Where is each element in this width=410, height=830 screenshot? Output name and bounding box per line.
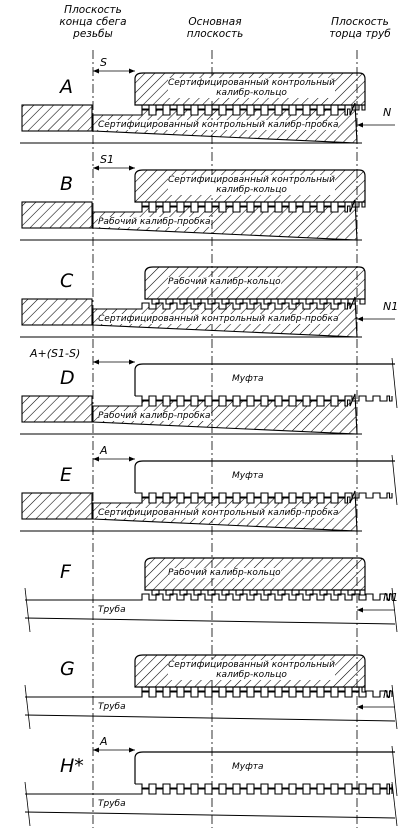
- dim-label-right: N: [383, 688, 392, 701]
- pipe-break-right: [391, 781, 398, 827]
- row-letter: G: [60, 658, 75, 680]
- bottom-part-label: Рабочий калибр-пробка: [98, 217, 211, 227]
- pipe-break-left: [24, 587, 31, 633]
- dim-arrow-right: [357, 607, 363, 613]
- ring-thread: [145, 589, 366, 596]
- coupling-break: [391, 745, 398, 797]
- coupling-outline: [134, 363, 395, 371]
- dim-arrow-right: [357, 122, 363, 128]
- plane-label-thread-runout: Плоскость конца сбега резьбы: [59, 4, 127, 40]
- top-part-label: Сертифицированный контрольный калибр-кол…: [168, 175, 335, 195]
- plug-body: [92, 199, 358, 241]
- top-part-label: Муфта: [232, 374, 264, 384]
- pipe-bottom-line: [24, 617, 396, 625]
- dim-arrow-right: [357, 316, 363, 322]
- dim-label-right: N: [383, 106, 392, 119]
- dim-label-left: S: [100, 56, 107, 69]
- top-part-label: Муфта: [232, 471, 264, 481]
- row-letter: B: [60, 173, 74, 195]
- row-letter: E: [60, 464, 73, 486]
- dim-label-left: A: [100, 735, 108, 748]
- row-letter: D: [60, 367, 75, 389]
- ring-thread: [135, 686, 366, 693]
- pipe-bottom-line: [24, 714, 396, 722]
- dim-arrow-right: [357, 704, 363, 710]
- row-letter: H*: [60, 755, 84, 777]
- pipe-bottom-line: [24, 811, 396, 819]
- pipe-thread: [135, 593, 393, 601]
- bottom-part-label: Труба: [98, 702, 126, 712]
- plug-body: [92, 393, 358, 435]
- top-part-label: Сертифицированный контрольный калибр-кол…: [168, 78, 335, 98]
- bottom-part-label: Сертифицированный контрольный калибр-про…: [98, 120, 339, 130]
- bottom-part-label: Сертифицированный контрольный калибр-про…: [98, 508, 339, 518]
- bottom-part-label: Труба: [98, 799, 126, 809]
- top-part-label: Рабочий калибр-кольцо: [168, 568, 281, 578]
- ring-thread: [145, 298, 366, 305]
- plug-handle: [21, 201, 93, 229]
- dim-label-right: N1: [383, 300, 399, 313]
- coupling-thread: [135, 395, 393, 402]
- bottom-part-label: Рабочий калибр-пробка: [98, 411, 211, 421]
- coupling-break: [391, 357, 398, 409]
- top-part-label: Рабочий калибр-кольцо: [168, 277, 281, 287]
- ring-thread: [135, 201, 366, 208]
- bottom-part-label: Сертифицированный контрольный калибр-про…: [98, 314, 339, 324]
- row-8: [24, 745, 398, 827]
- coupling-break: [391, 454, 398, 506]
- plane-label-basic-plane: Основная плоскость: [186, 16, 244, 40]
- plug-handle: [21, 298, 93, 326]
- dim-label-left: A+(S1-S): [30, 347, 81, 360]
- pipe-break-left: [24, 684, 31, 730]
- row-4: [20, 357, 398, 435]
- plug-handle: [21, 104, 93, 132]
- row-letter: A: [60, 76, 73, 98]
- coupling-outline: [134, 751, 395, 759]
- row-letter: C: [60, 270, 74, 292]
- coupling-thread: [135, 492, 393, 499]
- dim-label-right: N1: [383, 591, 399, 604]
- top-part-label: Муфта: [232, 762, 264, 772]
- row-letter: F: [60, 561, 71, 583]
- top-part-label: Сертифицированный контрольный калибр-кол…: [168, 660, 335, 680]
- dim-label-left: A: [100, 444, 108, 457]
- coupling-thread: [135, 783, 393, 790]
- coupling-outline: [134, 460, 395, 468]
- plane-label-pipe-end: Плоскость торца труб: [329, 16, 391, 40]
- row-5: [20, 454, 398, 532]
- bottom-part-label: Труба: [98, 605, 126, 615]
- ring-thread: [135, 104, 366, 111]
- pipe-break-left: [24, 781, 31, 827]
- plug-handle: [21, 492, 93, 520]
- plug-handle: [21, 395, 93, 423]
- dim-label-left: S1: [100, 153, 114, 166]
